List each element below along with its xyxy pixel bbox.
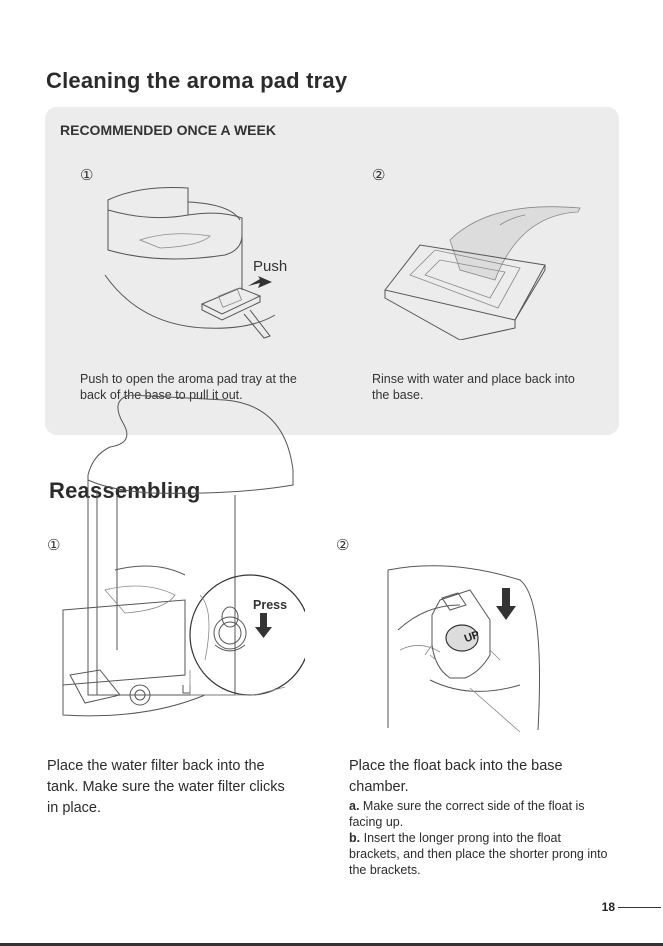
page-number: 18 [601, 900, 615, 914]
page-number-rule [618, 907, 661, 908]
reassemble-step-2-text: Place the float back into the base chamb… [349, 756, 609, 878]
push-label: Push [253, 258, 288, 275]
float-chamber-illustration [387, 565, 541, 733]
water-filter-tank-illustration [62, 395, 305, 717]
reassemble-step-number-1: ① [47, 537, 61, 554]
note-a-text: Make sure the correct side of the float … [349, 799, 585, 829]
note-b-marker: b. [349, 831, 361, 845]
aroma-tray-rinse-illustration [384, 206, 581, 340]
aroma-tray-push-illustration [104, 187, 276, 339]
reassemble-step-2-caption: Place the float back into the base chamb… [349, 758, 563, 795]
step-number-2: ② [372, 167, 386, 184]
note-a-marker: a. [349, 799, 360, 813]
note-b-text: Insert the longer prong into the float b… [349, 831, 608, 877]
section-title-cleaning: Cleaning the aroma pad tray [46, 68, 348, 93]
step-number-1: ① [80, 167, 94, 184]
frequency-label: RECOMMENDED ONCE A WEEK [60, 122, 276, 138]
reassemble-step-1-caption: Place the water filter back into the tan… [47, 758, 285, 816]
step-2-caption: Rinse with water and place back into the… [372, 372, 575, 402]
note-a: a. Make sure the correct side of the flo… [349, 798, 609, 830]
footer-rule [0, 943, 663, 946]
note-b: b. Insert the longer prong into the floa… [349, 830, 609, 878]
cleaning-panel [45, 107, 619, 435]
reassemble-step-number-2: ② [336, 537, 350, 554]
press-label: Press [253, 598, 288, 612]
